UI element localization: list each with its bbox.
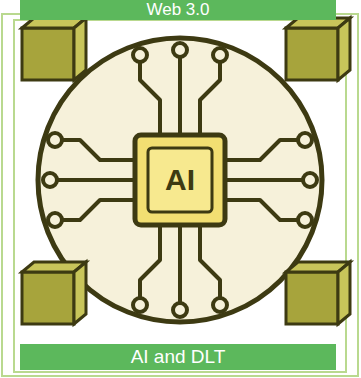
caption-band: AI and DLT [20, 344, 336, 370]
ai-chip: AI [150, 150, 210, 210]
node-text: AI and DLT [131, 346, 226, 368]
header-band: Web 3.0 [20, 0, 336, 20]
node-text: Web 3.0 [146, 0, 209, 20]
node-text: AI [165, 163, 195, 197]
